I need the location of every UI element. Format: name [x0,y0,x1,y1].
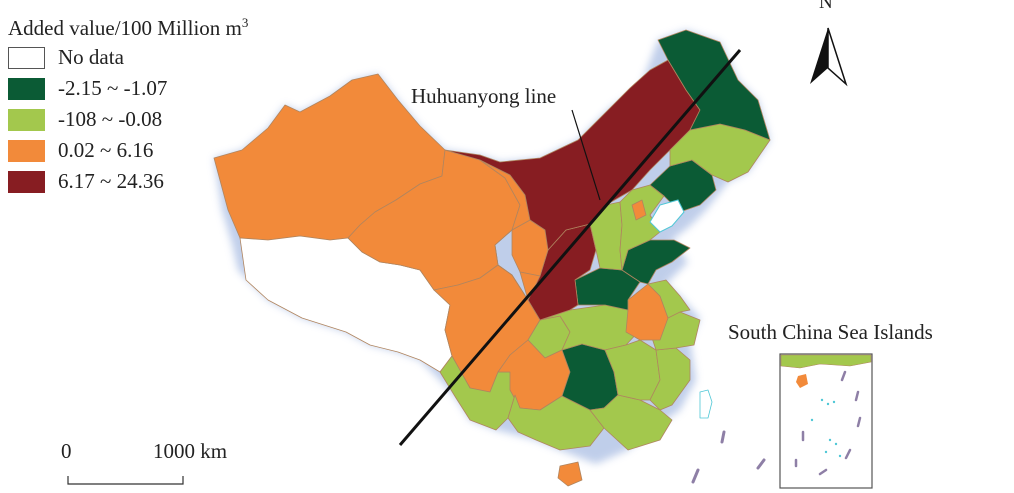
legend-item: 6.17 ~ 24.36 [8,167,248,196]
north-arrow-icon [810,27,848,87]
island-dot [824,450,828,454]
inset-dash-5 [818,468,828,476]
bohai-sea [649,199,685,233]
legend-label: 6.17 ~ 24.36 [58,169,164,193]
legend-item: -108 ~ -0.08 [8,105,248,134]
inset-dash-2 [854,390,860,402]
inset-frame [779,353,873,489]
inset-islands [810,398,842,458]
inset-dash-3 [856,416,862,428]
inset-title: South China Sea Islands [728,320,933,344]
island-dot [820,398,824,402]
legend: Added value/100 Million m3 No data -2.15 … [8,16,248,196]
region-tianjin [631,199,647,221]
inset-south-china-sea [779,353,873,489]
region-hebei [619,184,665,271]
maritime-dashes [691,430,766,484]
island-dot [838,454,842,458]
huhuanyong-leader [571,109,601,201]
huhuanyong-line [398,49,742,446]
legend-swatch [8,108,45,131]
region-fujian [649,347,691,411]
legend-title-superscript: 3 [241,15,249,30]
inset-dash-4 [844,448,852,460]
island-dot [832,400,836,404]
inset-hainan [796,374,808,388]
legend-swatch [8,139,45,162]
north-label: N [819,0,833,13]
region-jiangsu [647,279,691,319]
island-dot [826,402,830,406]
legend-swatch [8,170,45,193]
huhuanyong-line-label: Huhuanyong line [411,84,557,108]
region-heilongjiang [657,29,771,141]
region-taiwan [699,389,713,419]
legend-item: 0.02 ~ 6.16 [8,136,248,165]
legend-swatch [8,77,45,100]
dash-1 [691,468,700,484]
legend-title-text: Added value/100 Million m [8,16,242,40]
region-hainan [557,461,583,487]
island-dot [834,442,838,446]
region-guangdong [589,394,673,451]
scale-bar [67,476,184,485]
north-arrow-right [827,27,848,87]
inset-mainland [780,354,872,369]
legend-title: Added value/100 Million m3 [8,16,248,41]
scale-end-label: 1000 km [153,439,228,463]
inset-dashes [794,370,862,476]
island-dot [810,418,814,422]
legend-rows: No data -2.15 ~ -1.07 -108 ~ -0.08 0.02 ~ 6… [8,43,248,196]
legend-item: No data [8,43,248,72]
dash-2 [720,430,726,444]
north-arrow-left [810,28,828,84]
legend-label: -108 ~ -0.08 [58,107,163,131]
legend-label: No data [58,45,124,69]
scale-start-label: 0 [61,439,72,463]
legend-item: -2.15 ~ -1.07 [8,74,248,103]
legend-label: -2.15 ~ -1.07 [58,76,168,100]
island-dot [828,438,832,442]
legend-swatch [8,46,45,69]
legend-label: 0.02 ~ 6.16 [58,138,154,162]
inset-dash-1 [840,370,847,382]
dash-3 [756,458,766,470]
